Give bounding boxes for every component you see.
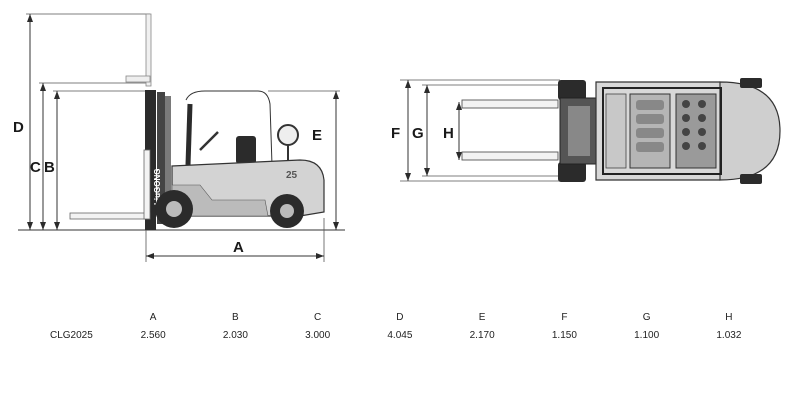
overhead-guard-top [602, 87, 722, 175]
slot-2 [636, 114, 664, 124]
model-badge: 25 [286, 170, 298, 181]
label-F: F [391, 125, 400, 142]
value-G: 1.100 [634, 329, 660, 341]
front-wheel-top-right [558, 162, 586, 182]
fork-shank [143, 149, 151, 220]
rear-wheel-top-right [740, 174, 762, 184]
control-dot-4 [682, 142, 690, 150]
header-B: B [232, 311, 239, 323]
dash-top [605, 93, 627, 169]
spec-row: CLG2025 2.560 2.030 3.000 4.045 2.170 1.… [50, 326, 770, 344]
arrow-H-bottom [456, 152, 462, 160]
seat [236, 136, 256, 164]
label-G: G [412, 125, 424, 142]
arrow-A-right [316, 253, 324, 259]
raised-fork [125, 75, 151, 83]
extended-mast [145, 13, 152, 87]
arrow-G-bottom [424, 168, 430, 176]
brand-logo-text: LiuGONG [153, 169, 162, 205]
carriage [165, 96, 171, 216]
control-dot-7 [698, 128, 706, 136]
label-A: A [233, 239, 244, 256]
rear-wheel-hub [280, 204, 294, 218]
label-H: H [443, 125, 454, 142]
control-dot-5 [698, 100, 706, 108]
rear-lamp [277, 124, 299, 146]
mast-inner [157, 92, 165, 224]
overhead-guard [185, 90, 273, 166]
control-dot-2 [682, 114, 690, 122]
header-C: C [314, 311, 322, 323]
value-E: 2.170 [469, 329, 495, 341]
value-D: 4.045 [387, 329, 413, 341]
value-A: 2.560 [140, 329, 166, 341]
arrow-H-top [456, 102, 462, 110]
side-view: D C B 25 LiuGONG [13, 13, 345, 262]
arrow-B-top [54, 91, 60, 99]
arrow-C-bottom [40, 222, 46, 230]
arrow-D-top [27, 14, 33, 22]
rear-wheel-top-left [740, 78, 762, 88]
label-C: C [30, 159, 41, 176]
control-dot-6 [698, 114, 706, 122]
arrow-G-top [424, 85, 430, 93]
label-E: E [312, 127, 322, 144]
value-C: 3.000 [305, 329, 331, 341]
front-wheel-hub [166, 201, 182, 217]
arrow-C-top [40, 83, 46, 91]
value-H: 1.032 [716, 329, 742, 341]
value-B: 2.030 [222, 329, 248, 341]
arrow-F-bottom [405, 173, 411, 181]
carriage-top [568, 106, 590, 156]
arrow-F-top [405, 80, 411, 88]
header-E: E [478, 311, 486, 323]
front-wheel-top-left [558, 80, 586, 100]
forks [69, 212, 151, 220]
header-D: D [396, 311, 404, 323]
spec-table: A B C D E F G H CLG2025 2.560 2.030 3.00… [50, 308, 770, 344]
model-name: CLG2025 [50, 329, 93, 341]
steering-column [199, 131, 219, 151]
arrow-D-bottom [27, 222, 33, 230]
label-B: B [44, 159, 55, 176]
control-dot-8 [698, 142, 706, 150]
front-pillar [185, 103, 193, 166]
arrow-E-bottom [333, 222, 339, 230]
header-A: A [149, 311, 157, 323]
slot-1 [636, 100, 664, 110]
header-F: F [561, 311, 568, 323]
mast [145, 90, 156, 230]
control-dot-3 [682, 128, 690, 136]
spec-header-row: A B C D E F G H [50, 308, 770, 326]
header-G: G [642, 311, 651, 323]
header-model [50, 308, 112, 326]
slot-3 [636, 128, 664, 138]
arrow-A-left [146, 253, 154, 259]
header-H: H [725, 311, 733, 323]
value-F: 1.150 [551, 329, 577, 341]
arrow-B-bottom [54, 222, 60, 230]
arrow-E-top [333, 91, 339, 99]
label-D: D [13, 119, 24, 136]
seat-top [675, 93, 717, 169]
slot-4 [636, 142, 664, 152]
fork-left-top [461, 99, 559, 109]
control-dot-1 [682, 100, 690, 108]
fork-right-top [461, 151, 559, 161]
counterweight-top [719, 81, 781, 181]
top-view: F G H [391, 78, 781, 184]
